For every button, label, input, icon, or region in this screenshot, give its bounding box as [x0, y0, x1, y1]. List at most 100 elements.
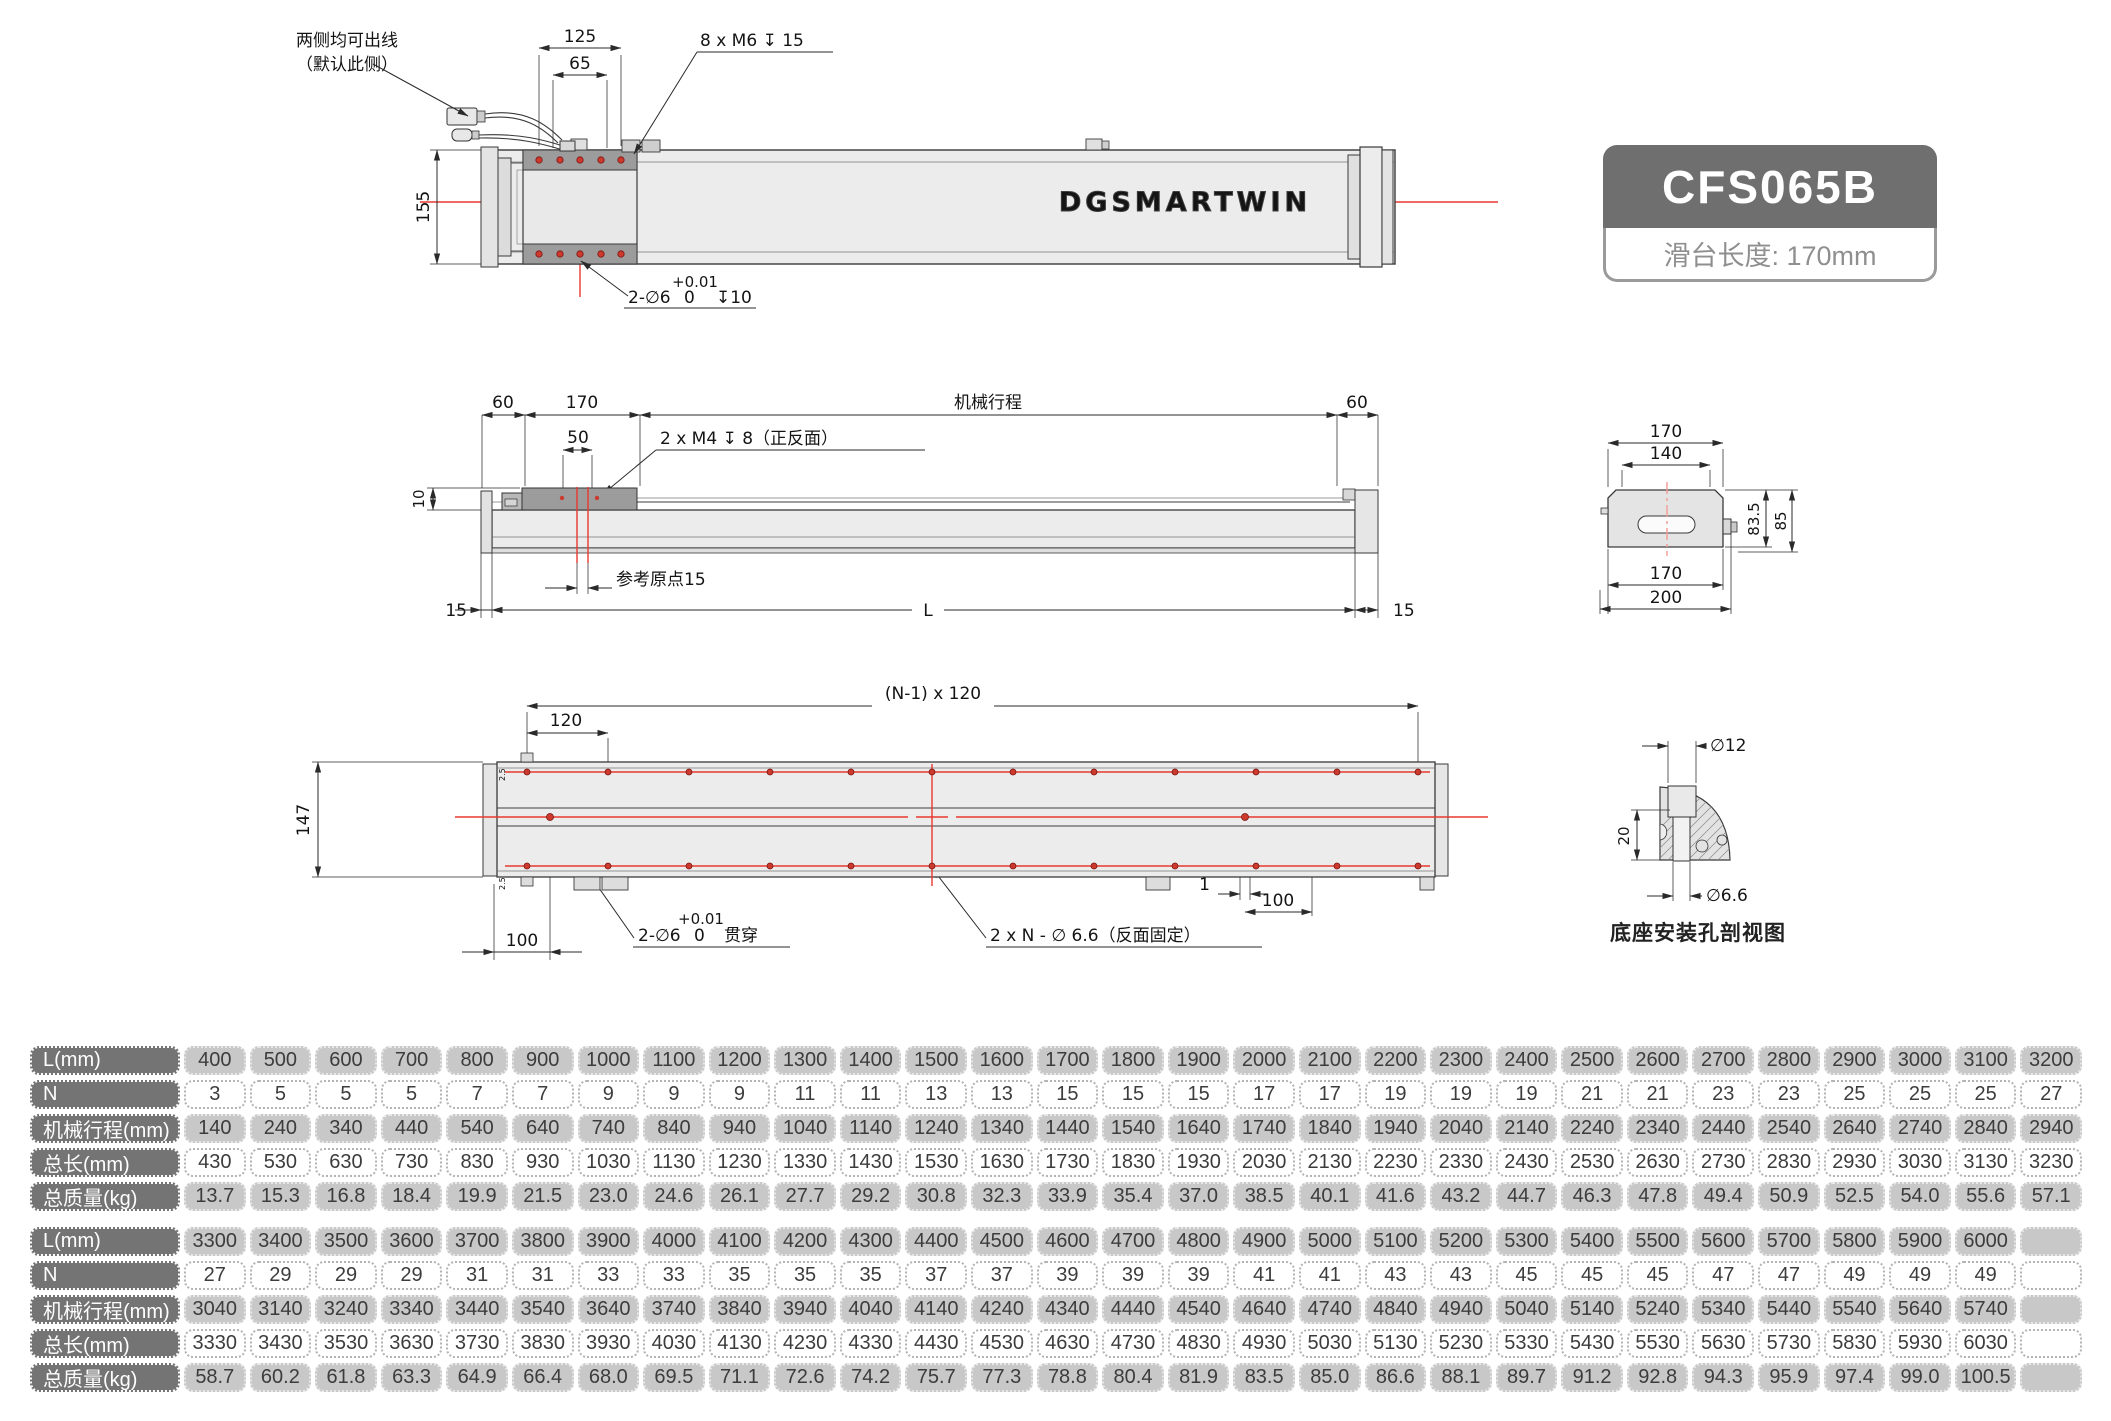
table-cell: 50.9	[1758, 1182, 1820, 1211]
dim-120: 120	[550, 711, 582, 731]
table-cell: 74.2	[839, 1363, 902, 1392]
table-cell: 1030	[577, 1148, 640, 1177]
table-cell: 24.6	[643, 1182, 705, 1211]
module-body	[482, 752, 1449, 891]
table-cell: 49	[1954, 1261, 2017, 1290]
table-cell: 99.0	[1889, 1363, 1951, 1392]
table-cell: 2240	[1561, 1114, 1623, 1143]
table-cell: 2040	[1430, 1114, 1492, 1143]
table-cell: 2830	[1758, 1148, 1820, 1177]
table-cell: 800	[446, 1046, 508, 1075]
table-cell: 640	[511, 1114, 574, 1143]
side-view-drawing: 60 170 机械行程 60 50 2 x M4 ↧ 8（正反面） 10 参考原…	[410, 393, 1415, 621]
dim-100-right: 100	[1262, 891, 1294, 911]
table-cell: 5700	[1758, 1227, 1820, 1256]
table-cell: 41	[1233, 1261, 1295, 1290]
table-cell: 69.5	[643, 1363, 705, 1392]
table-cell: 1500	[905, 1046, 968, 1075]
end-profile	[1600, 482, 1738, 556]
dim-85: 85	[1772, 511, 1790, 530]
table-cell: 4540	[1167, 1295, 1230, 1324]
labels: 125 65 8 x M6 ↧ 15 两侧均可出线 （默认此侧） 155 2-∅…	[296, 27, 1308, 308]
table-cell: 2200	[1364, 1046, 1427, 1075]
table-cell: 5230	[1430, 1329, 1492, 1358]
bottom-view-drawing: (N-1) x 120 120 147 100 2-∅6 0 +0.01 贯穿 …	[294, 684, 1488, 960]
table-cell: 5300	[1495, 1227, 1558, 1256]
table-cell: 4030	[643, 1329, 705, 1358]
dimensions	[372, 44, 833, 309]
table-cell: 1330	[774, 1148, 836, 1177]
table-cell: 2940	[2020, 1114, 2082, 1143]
table-cell: 4330	[839, 1329, 902, 1358]
table-cell	[2020, 1363, 2082, 1392]
table-cell: 3200	[2020, 1046, 2082, 1075]
table-cell: 18.4	[380, 1182, 443, 1211]
table-cell: 16.8	[315, 1182, 377, 1211]
table-cell: 83.5	[1233, 1363, 1295, 1392]
table-cell: 7	[511, 1080, 574, 1109]
table-cell: 3040	[184, 1295, 246, 1324]
table-cell: 2530	[1561, 1148, 1623, 1177]
table-cell: 52.5	[1823, 1182, 1886, 1211]
table-cell: 2730	[1692, 1148, 1755, 1177]
table-cell: 1930	[1167, 1148, 1230, 1177]
table-cell: 21	[1626, 1080, 1689, 1109]
table-cell: 72.6	[774, 1363, 836, 1392]
table-cell: 88.1	[1430, 1363, 1492, 1392]
table-cell: 4430	[905, 1329, 968, 1358]
dim-155: 155	[414, 191, 434, 223]
table-cell: 5240	[1626, 1295, 1689, 1324]
table-cell: 47	[1692, 1261, 1755, 1290]
table-cell: 4630	[1036, 1329, 1099, 1358]
table-cell: 4200	[774, 1227, 836, 1256]
table-cell: 45	[1561, 1261, 1623, 1290]
labels: 170 140 83.5 85 170 200	[1650, 422, 1790, 608]
table-cell: 3440	[446, 1295, 508, 1324]
thread-note-m6: 8 x M6 ↧ 15	[700, 31, 804, 51]
table-cell: 2800	[1758, 1046, 1820, 1075]
table-cell: 80.4	[1102, 1363, 1164, 1392]
table-cell: 4440	[1102, 1295, 1164, 1324]
table-cell: 600	[315, 1046, 377, 1075]
table-cell: 4700	[1102, 1227, 1164, 1256]
dim-1: 1	[1199, 875, 1210, 895]
table-cell: 930	[511, 1148, 574, 1177]
table-cell: 4940	[1430, 1295, 1492, 1324]
table-cell: 240	[249, 1114, 312, 1143]
row-header: L(mm)	[30, 1227, 180, 1256]
table-cell: 3030	[1889, 1148, 1951, 1177]
table-cell: 39	[1036, 1261, 1099, 1290]
dim-170-top: 170	[1650, 422, 1682, 442]
table-cell: 44.7	[1495, 1182, 1558, 1211]
table-cell: 64.9	[446, 1363, 508, 1392]
table-cell: 4530	[971, 1329, 1033, 1358]
cable-note-line1: 两侧均可出线	[296, 31, 398, 51]
row-header: 总长(mm)	[30, 1148, 180, 1177]
dim-20: 20	[1615, 826, 1633, 845]
table-cell: 5640	[1889, 1295, 1951, 1324]
table-cell: 39	[1102, 1261, 1164, 1290]
table-cell: 5630	[1692, 1329, 1755, 1358]
dim-65: 65	[569, 54, 591, 74]
table-cell: 700	[380, 1046, 443, 1075]
table-cell: 3940	[774, 1295, 836, 1324]
pin-hole-tol-low: 0	[694, 926, 705, 946]
table-cell: 29.2	[839, 1182, 902, 1211]
table-cell: 37	[905, 1261, 968, 1290]
table-cell: 1800	[1102, 1046, 1164, 1075]
dim-50: 50	[567, 428, 589, 448]
table-cell: 49	[1889, 1261, 1951, 1290]
table-cell: 3800	[511, 1227, 574, 1256]
slider-carriage	[501, 487, 638, 563]
table-cell: 40.1	[1298, 1182, 1361, 1211]
table-cell: 1140	[839, 1114, 902, 1143]
table-cell: 1830	[1102, 1148, 1164, 1177]
table-cell: 35	[774, 1261, 836, 1290]
table-cell: 30.8	[905, 1182, 968, 1211]
dim-15-right: 15	[1393, 601, 1415, 621]
table-cell: 1530	[905, 1148, 968, 1177]
table-cell: 5330	[1495, 1329, 1558, 1358]
table-cell: 61.8	[315, 1363, 377, 1392]
